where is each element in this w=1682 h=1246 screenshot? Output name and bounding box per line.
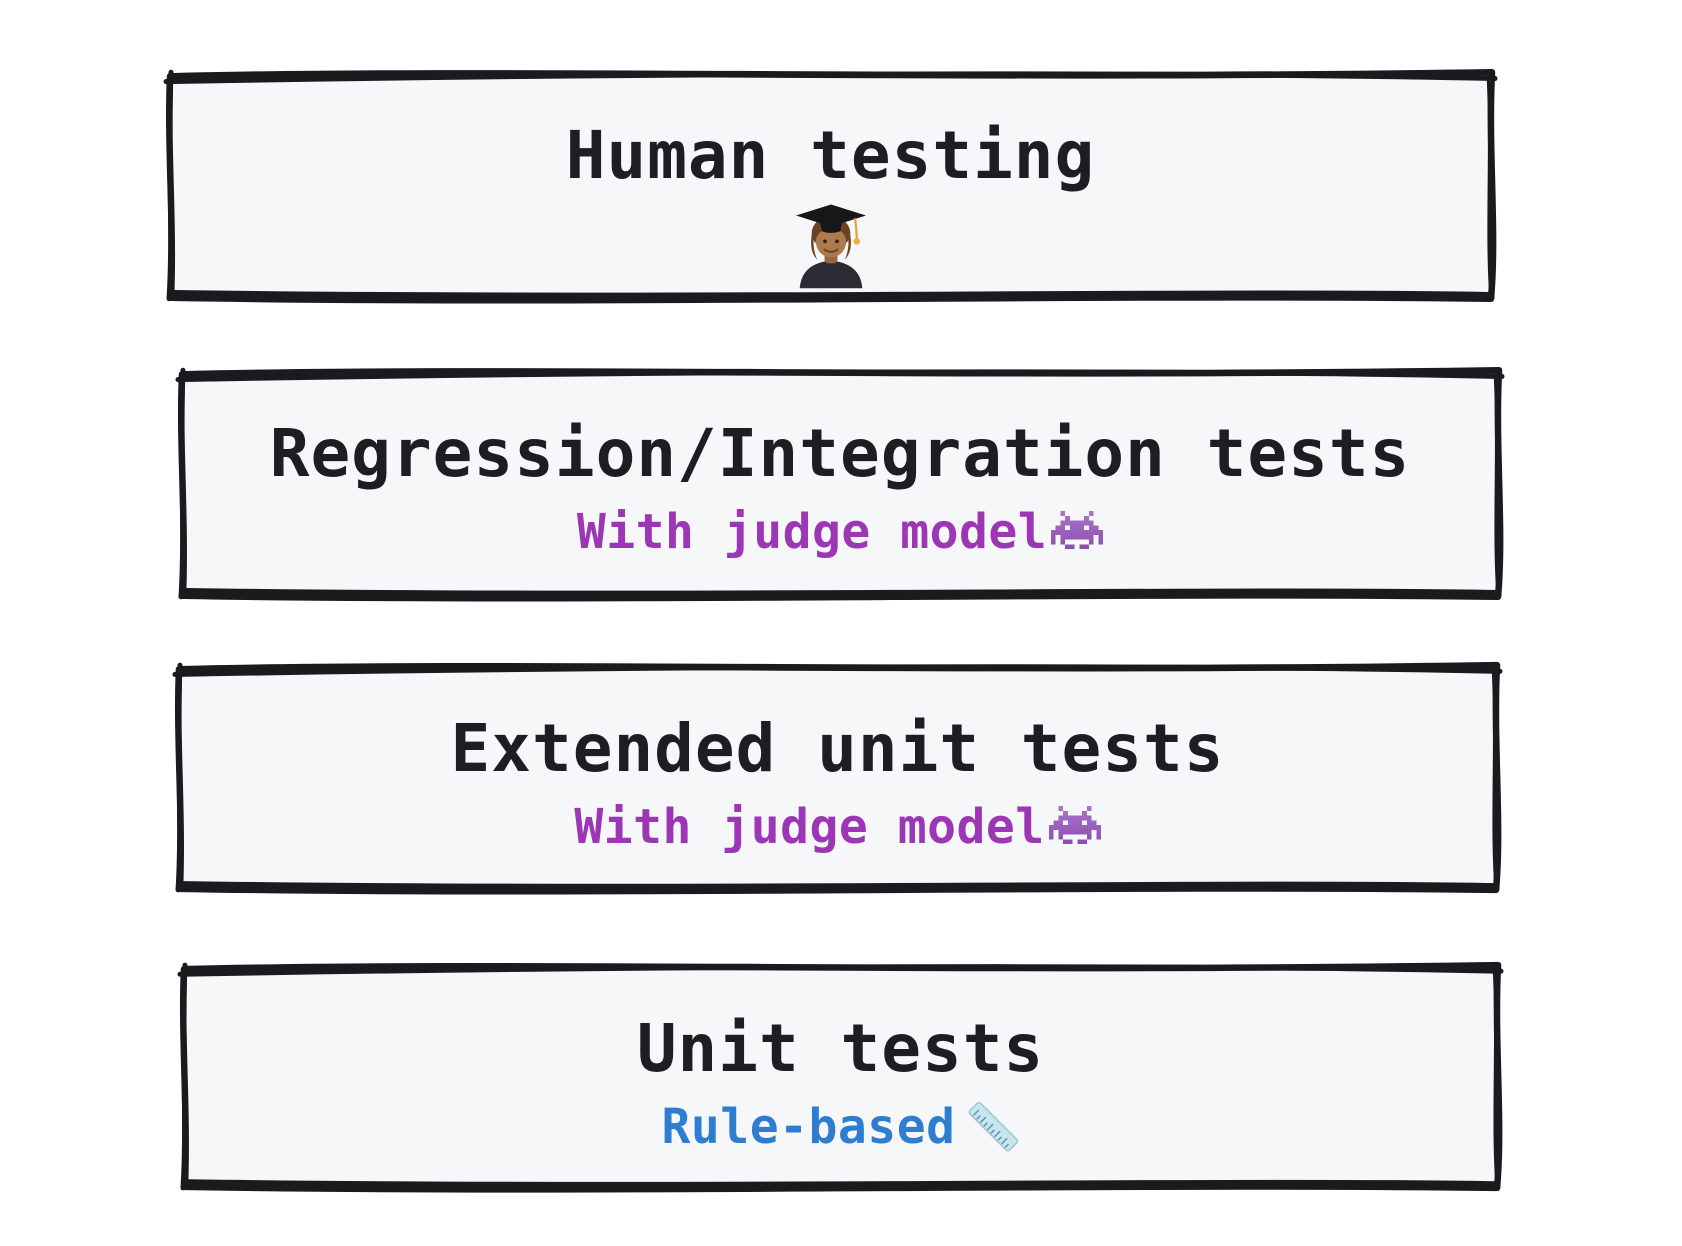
box-regression-integration-tests: Regression/Integration tests With judge … [170, 360, 1510, 607]
subtitle-text: Rule-based [661, 1099, 956, 1155]
alien-monster-emoji [1051, 510, 1104, 549]
subtitle-text: With judge model [574, 799, 1045, 855]
alien-monster-emoji [1048, 805, 1101, 844]
box-subtitle: With judge model [576, 504, 1104, 560]
box-unit-tests: Unit tests Rule-based [172, 955, 1509, 1198]
box-subtitle: Rule-based [662, 1099, 1020, 1155]
box-human-testing: Human testing [158, 62, 1503, 309]
subtitle-text: With judge model [576, 504, 1048, 560]
emoji-line [785, 198, 877, 292]
box-title: Regression/Integration tests [269, 415, 1411, 492]
box-extended-unit-tests: Extended unit tests With judge model [167, 655, 1508, 900]
box-title: Human testing [565, 117, 1096, 194]
box-title: Unit tests [636, 1010, 1045, 1087]
box-subtitle: With judge model [574, 799, 1101, 855]
graduate-student-emoji [795, 204, 866, 289]
box-title: Extended unit tests [450, 710, 1225, 787]
straight-ruler-emoji [969, 1101, 1019, 1152]
